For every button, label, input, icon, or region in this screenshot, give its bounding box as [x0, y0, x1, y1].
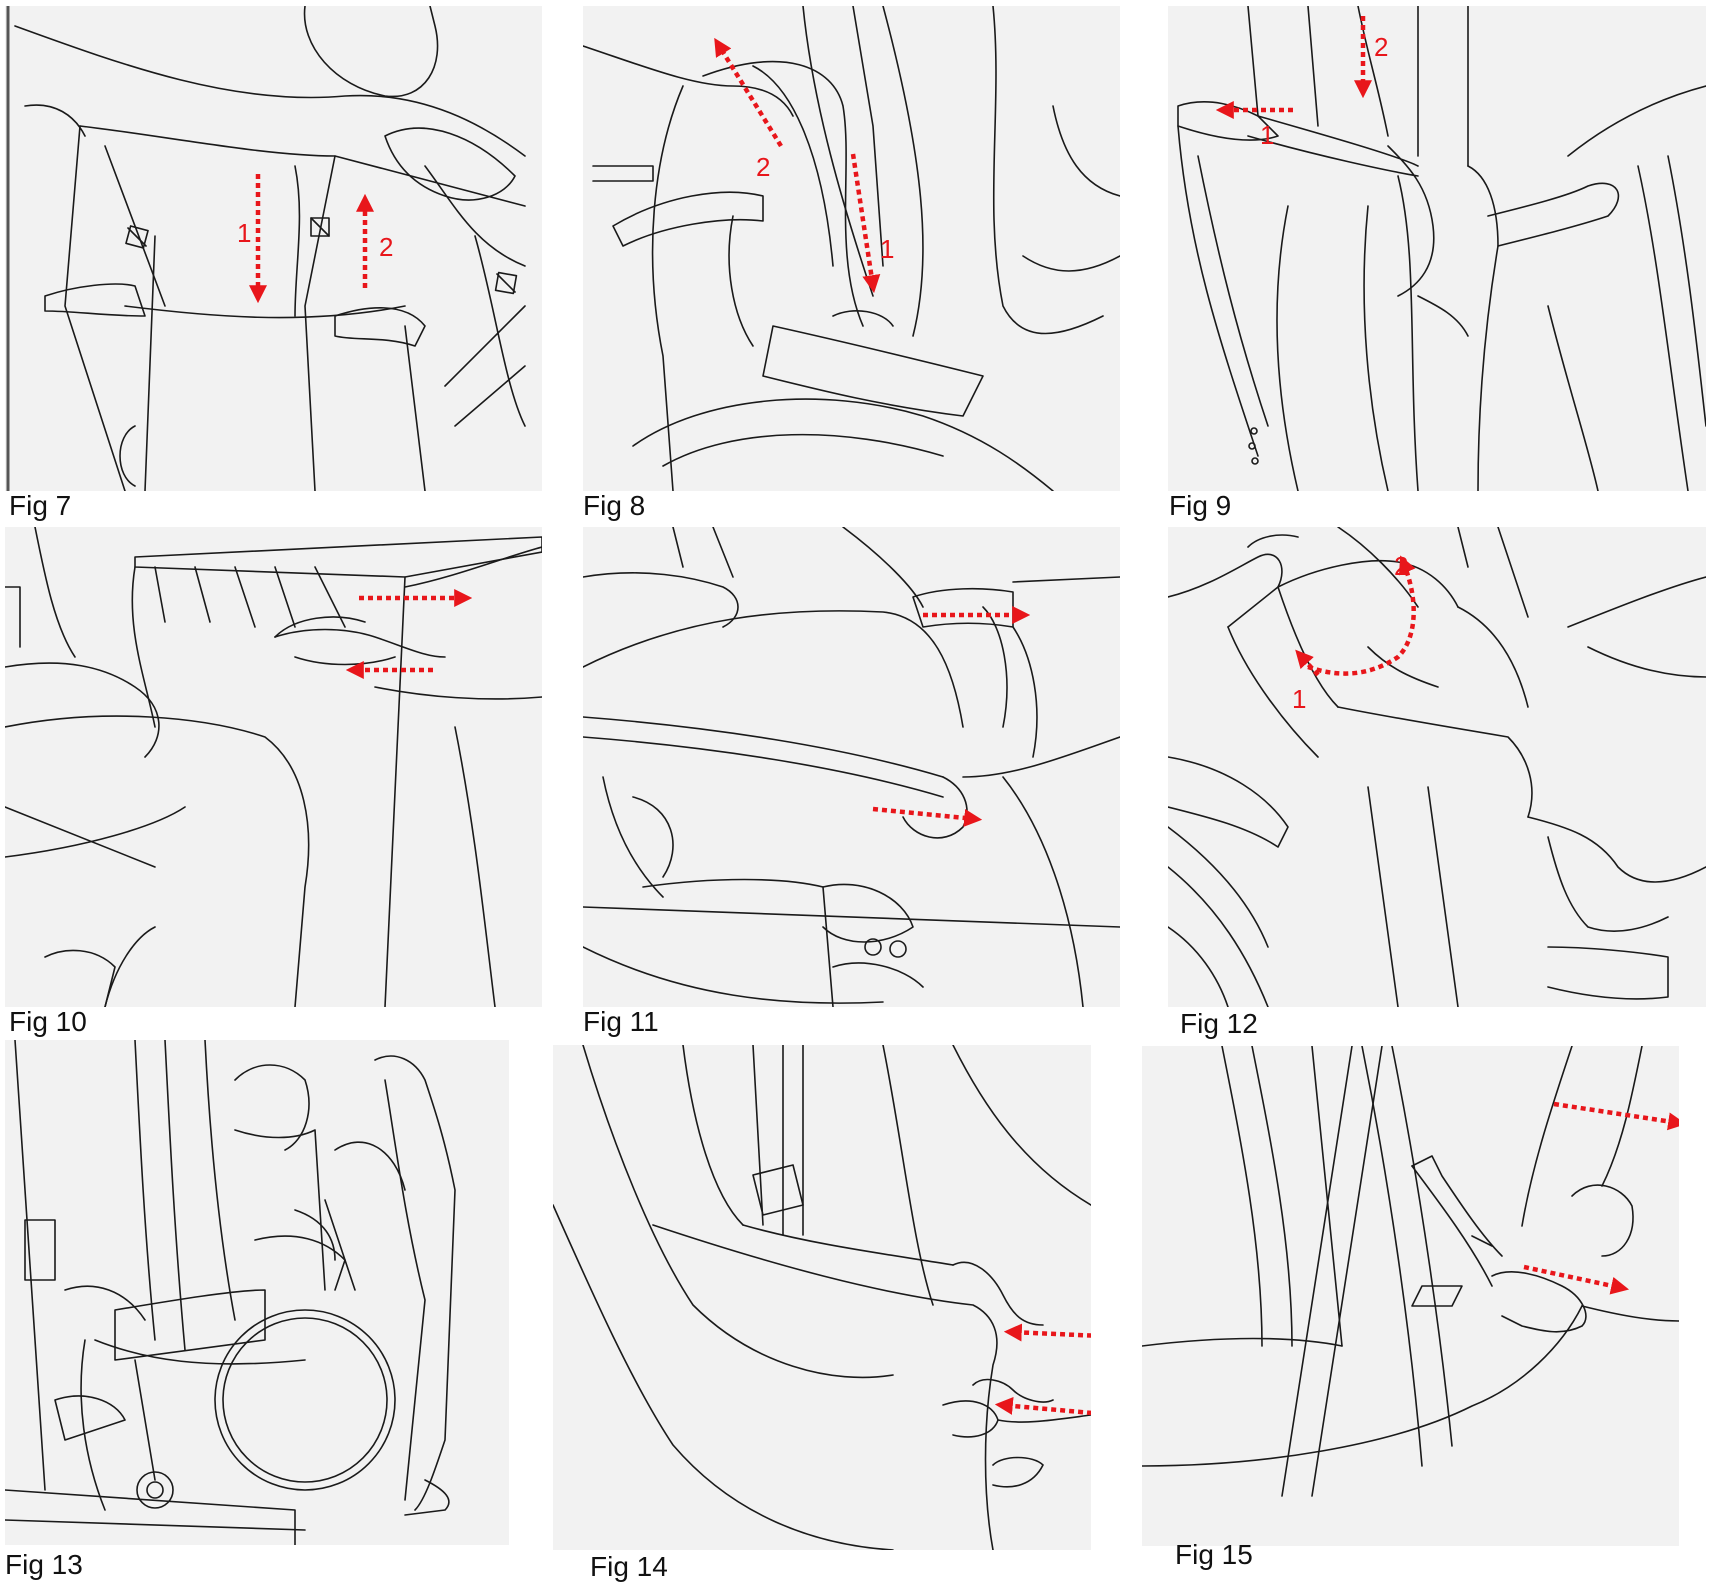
figure-14-illustration: [553, 1045, 1091, 1550]
figure-12-step-2-label: 2: [1394, 551, 1408, 581]
figure-11-illustration: [583, 527, 1120, 1007]
figure-14-panel: [553, 1045, 1091, 1550]
figure-14-caption: Fig 14: [590, 1551, 668, 1582]
figure-9-step-2-label: 2: [1374, 32, 1388, 62]
figure-9-panel: 2 1: [1168, 6, 1706, 491]
figure-8-step-2-label: 2: [756, 152, 770, 182]
figure-11-caption: Fig 11: [583, 1006, 659, 1037]
figure-13-illustration: [5, 1040, 456, 1545]
figure-7-caption: Fig 7: [9, 490, 72, 521]
figure-12-illustration: 2 1: [1168, 527, 1706, 1007]
figure-15-panel: [1142, 1046, 1679, 1546]
figure-8-panel: 2 1: [583, 6, 1120, 491]
figure-12-step-1-label: 1: [1292, 684, 1306, 714]
figure-8-step-1-label: 1: [880, 234, 894, 264]
figure-10-panel: [5, 527, 542, 1007]
figure-10-illustration: [5, 527, 542, 1007]
figure-9-illustration: 2 1: [1177, 6, 1706, 491]
figure-15-caption: Fig 15: [1175, 1539, 1253, 1570]
figure-9-caption: Fig 9: [1169, 490, 1232, 521]
figure-12-panel: 2 1: [1168, 527, 1706, 1007]
figure-13-panel: [5, 1040, 509, 1545]
figure-10-caption: Fig 10: [9, 1006, 87, 1037]
figure-12-caption: Fig 12: [1180, 1008, 1258, 1039]
figure-7-illustration: 1 2: [6, 6, 526, 491]
figure-11-panel: [583, 527, 1120, 1007]
figure-7-step-1-label: 1: [237, 218, 251, 248]
figure-9-step-1-label: 1: [1260, 120, 1274, 150]
figure-13-caption: Fig 13: [5, 1549, 83, 1580]
figure-8-caption: Fig 8: [583, 490, 646, 521]
figure-15-illustration: [1142, 1046, 1679, 1497]
figure-8-illustration: 2 1: [583, 6, 1120, 491]
figure-7-panel: 1 2: [5, 6, 542, 491]
figure-7-step-2-label: 2: [379, 232, 393, 262]
